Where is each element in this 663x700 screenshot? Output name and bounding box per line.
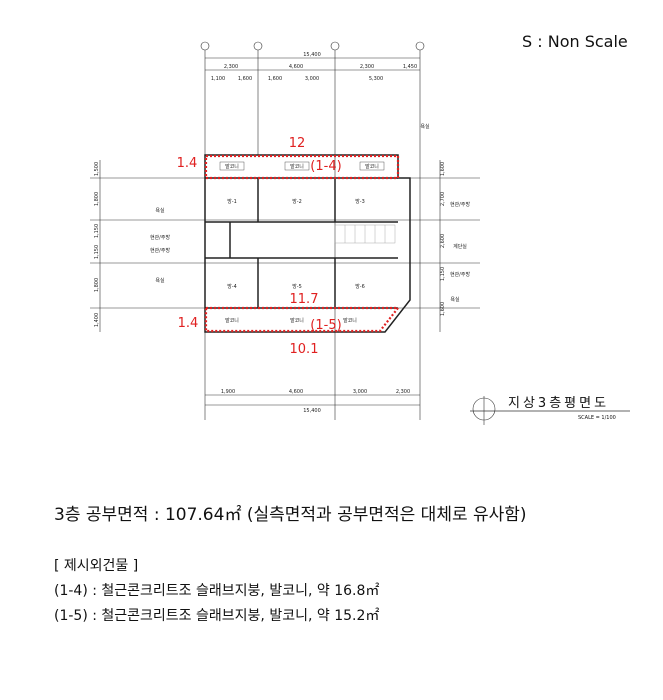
annotation-bottom-id: (1-5) bbox=[310, 318, 341, 333]
plan-title-block: 지상3층평면도 SCALE = 1/100 bbox=[470, 396, 630, 425]
annotation-bottom-depth: 1.4 bbox=[178, 316, 199, 331]
dim: 1,600 bbox=[238, 76, 252, 82]
dim: 5,300 bbox=[369, 76, 383, 82]
annotation-top-depth: 1.4 bbox=[177, 156, 198, 171]
annex-title: [ 제시외건물 ] bbox=[54, 558, 139, 574]
stair bbox=[334, 224, 396, 244]
room-label: 발코니 bbox=[365, 163, 379, 170]
plan-title: 지상3층평면도 bbox=[508, 396, 609, 411]
room-label: 방-1 bbox=[227, 198, 237, 205]
dim-right: 2,600 bbox=[440, 234, 446, 248]
dim: 3,000 bbox=[305, 76, 319, 82]
grid-marker bbox=[415, 41, 425, 51]
dim: 4,600 bbox=[289, 389, 303, 395]
tag: 욕실 bbox=[420, 123, 430, 130]
tag: 현관/주방 bbox=[450, 201, 470, 208]
tag: 욕실 bbox=[450, 296, 460, 303]
dim-left: 1,400 bbox=[94, 313, 100, 327]
room-label: 방-3 bbox=[355, 198, 365, 205]
floor-area-line: 3층 공부면적 : 107.64㎡ (실측면적과 공부면적은 대체로 유사함) bbox=[54, 505, 527, 525]
dim-right: 1,600 bbox=[440, 302, 446, 316]
dim-right: 1,150 bbox=[440, 267, 446, 281]
dim-right: 1,600 bbox=[440, 162, 446, 176]
room-label: 발코니 bbox=[290, 163, 304, 170]
plan-scale: SCALE = 1/100 bbox=[578, 415, 616, 421]
room-label: 방-5 bbox=[292, 283, 302, 290]
annotation-bottom-inner: 11.7 bbox=[290, 292, 319, 307]
dim-left: 1,150 bbox=[94, 245, 100, 259]
tag: 욕실 bbox=[155, 207, 165, 214]
dim: 1,450 bbox=[403, 64, 417, 70]
annotation-bottom-width: 10.1 bbox=[290, 342, 319, 357]
dim-left: 1,150 bbox=[94, 224, 100, 238]
dim: 1,900 bbox=[221, 389, 235, 395]
dim: 3,000 bbox=[353, 389, 367, 395]
dim-right: 2,700 bbox=[440, 192, 446, 206]
dim-total-bottom: 15,400 bbox=[303, 408, 321, 414]
room-label: 방-6 bbox=[355, 283, 365, 290]
floor-plan: 15,400 2,300 4,600 2,300 1,450 1,100 1,6… bbox=[90, 41, 630, 425]
scale-note: S : Non Scale bbox=[522, 32, 628, 51]
dim-left: 1,800 bbox=[94, 278, 100, 292]
dim: 1,600 bbox=[268, 76, 282, 82]
balcony-1-4-outline bbox=[204, 154, 400, 180]
room-label: 발코니 bbox=[225, 163, 239, 170]
walls bbox=[204, 154, 411, 333]
tag: 욕실 bbox=[155, 277, 165, 284]
room-label: 방-4 bbox=[227, 283, 237, 290]
dim-left: 1,500 bbox=[94, 162, 100, 176]
grid-marker bbox=[330, 41, 340, 51]
balcony-1-5-outline bbox=[204, 306, 401, 333]
room-label: 발코니 bbox=[225, 317, 239, 324]
tag: 현관/주방 bbox=[150, 247, 170, 254]
room-label: 발코니 bbox=[290, 317, 304, 324]
grid-marker bbox=[200, 41, 210, 51]
tag: 현관/주방 bbox=[450, 271, 470, 278]
grid-marker bbox=[253, 41, 263, 51]
dim: 1,100 bbox=[211, 76, 225, 82]
tag: 계단실 bbox=[453, 243, 467, 250]
annotation-top-width: 12 bbox=[289, 136, 306, 151]
annex-item: (1-5) : 철근콘크리트조 슬래브지붕, 발코니, 약 15.2㎡ bbox=[54, 608, 380, 624]
room-label: 방-2 bbox=[292, 198, 302, 205]
tag: 현관/주방 bbox=[150, 234, 170, 241]
dim: 2,300 bbox=[224, 64, 238, 70]
annotation-top-id: (1-4) bbox=[310, 159, 341, 174]
dim-total-top: 15,400 bbox=[303, 52, 321, 58]
annex-item: (1-4) : 철근콘크리트조 슬래브지붕, 발코니, 약 16.8㎡ bbox=[54, 583, 380, 599]
dim: 4,600 bbox=[289, 64, 303, 70]
dim: 2,300 bbox=[396, 389, 410, 395]
room-label: 발코니 bbox=[343, 317, 357, 324]
dim: 2,300 bbox=[360, 64, 374, 70]
dim-left: 1,800 bbox=[94, 192, 100, 206]
grid-lines bbox=[90, 48, 480, 420]
